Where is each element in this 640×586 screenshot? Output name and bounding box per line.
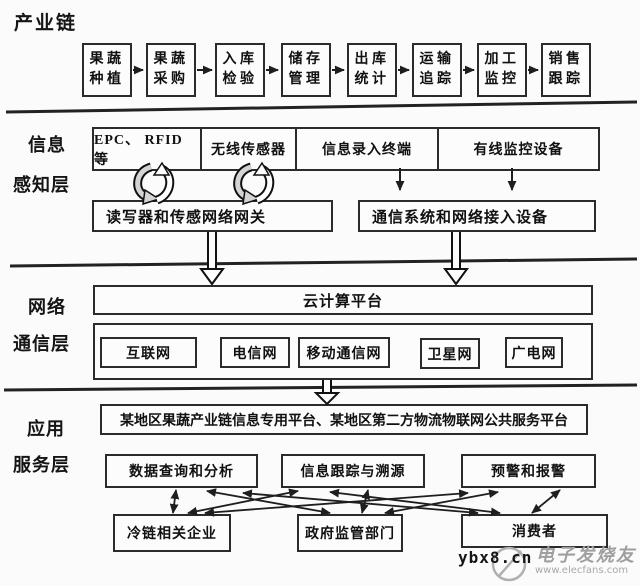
network-broadcast: 广电网	[505, 337, 563, 368]
stakeholder-cold-chain-enterprises: 冷链相关企业	[113, 514, 231, 552]
chain-stage-outbound: 出库统计	[347, 43, 397, 97]
network-telecom: 电信网	[220, 337, 290, 368]
chain-stage-transport: 运输追踪	[412, 43, 462, 97]
gateway-reader-sensor-network: 读写器和传感网络网关	[92, 200, 333, 232]
device-wired-monitor: 有线监控设备	[437, 129, 598, 169]
device-epc-rfid: EPC、 RFID 等	[94, 133, 183, 168]
perception-layer-label-line1: 信息	[28, 135, 66, 155]
watermark-site-text: ybx8.cn	[458, 548, 533, 567]
application-platform: 某地区果蔬产业链信息专用平台、某地区第二方物流物联网公共服务平台	[100, 404, 588, 435]
chain-stage-inspection: 入库检验	[215, 43, 265, 97]
industry-chain-title: 产业链	[14, 13, 78, 34]
service-data-query-analysis: 数据查询和分析	[105, 454, 258, 488]
service-info-tracking-trace: 信息跟踪与溯源	[281, 454, 425, 488]
chain-stage-storage: 储存管理	[281, 43, 331, 97]
perception-device-row: EPC、 RFID 等 无线传感器 信息录入终端 有线监控设备	[92, 127, 600, 171]
perception-layer-label-line2: 感知层	[13, 175, 70, 195]
chain-stage-sales: 销售跟踪	[541, 43, 591, 97]
network-mobile: 移动通信网	[298, 337, 390, 368]
gateway-comm-network-access: 通信系统和网络接入设备	[358, 200, 596, 232]
watermark-brand-text: 电子发烧友	[536, 545, 636, 565]
device-wireless-sensor: 无线传感器	[200, 129, 295, 169]
service-warning-alarm: 预警和报警	[461, 454, 596, 488]
application-layer-label-line2: 服务层	[13, 455, 70, 475]
chain-stage-planting: 果蔬种植	[82, 43, 132, 97]
chain-stage-processing: 加工监控	[477, 43, 527, 97]
application-layer-label-line1: 应用	[27, 419, 65, 439]
network-internet: 互联网	[100, 337, 197, 368]
stakeholder-consumers: 消费者	[461, 514, 608, 548]
network-satellite: 卫星网	[420, 338, 480, 369]
network-layer-label-line1: 网络	[28, 297, 66, 317]
watermark-url-text: www.elecfans.com	[535, 565, 629, 576]
chain-stage-purchase: 果蔬采购	[146, 43, 196, 97]
stakeholder-government-regulators: 政府监管部门	[297, 514, 403, 552]
cloud-computing-platform: 云计算平台	[93, 285, 593, 315]
network-layer-label-line2: 通信层	[13, 334, 70, 354]
device-info-entry-terminal: 信息录入终端	[295, 129, 437, 169]
